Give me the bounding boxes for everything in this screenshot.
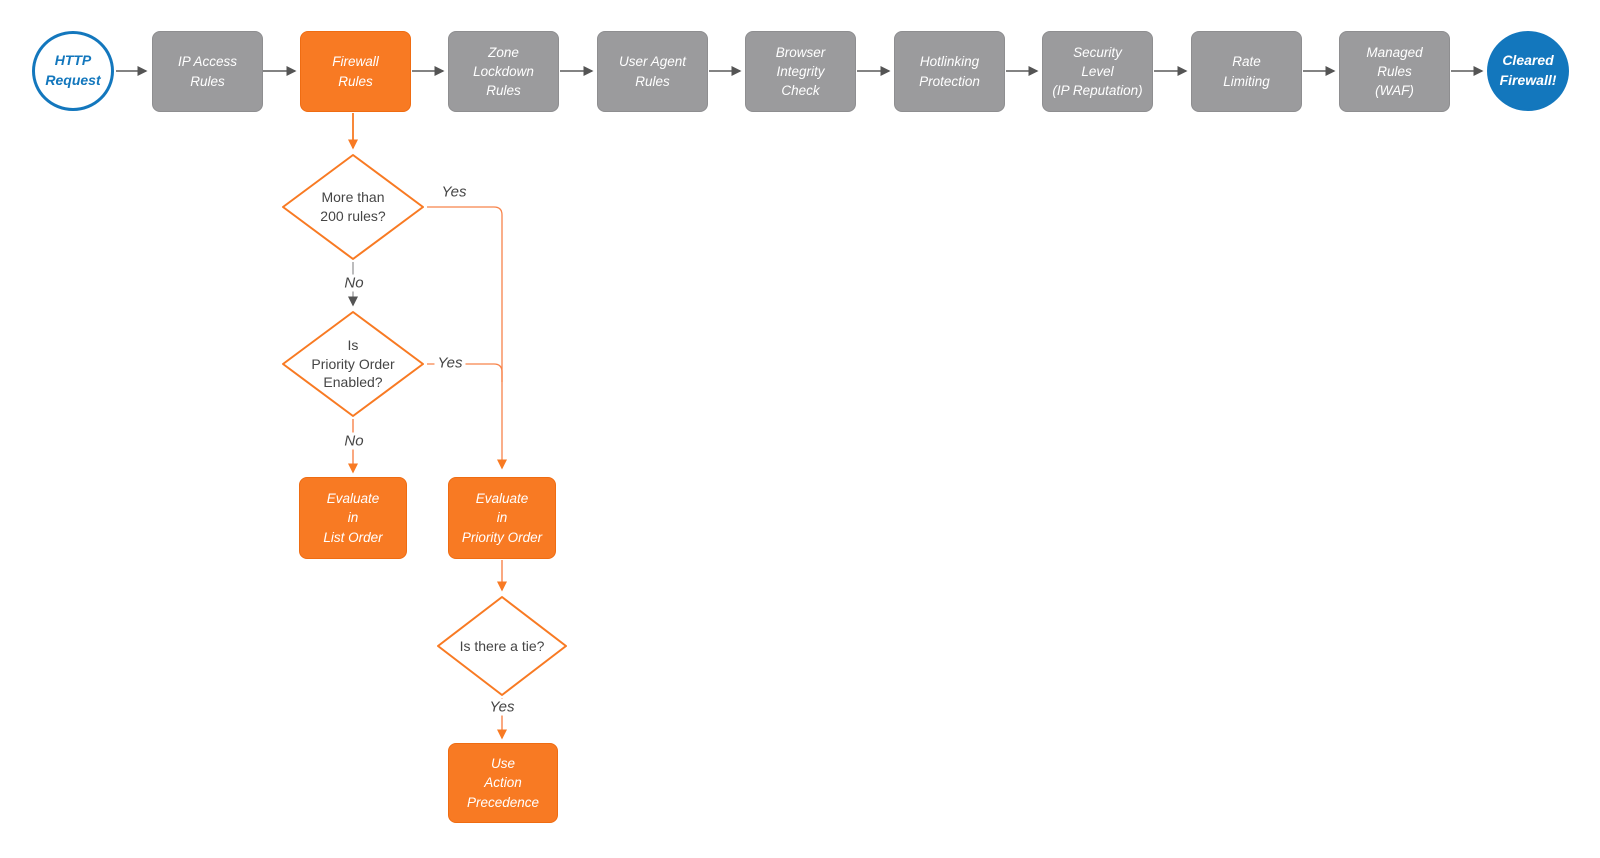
decision-label: More than 200 rules? xyxy=(320,189,386,224)
node-step-ip-access-rules: IP Access Rules xyxy=(152,31,263,112)
decision-priority-order-enabled: Is Priority Order Enabled? xyxy=(281,310,425,418)
node-step-user-agent-rules: User Agent Rules xyxy=(597,31,708,112)
diamond-shape xyxy=(282,154,424,260)
edge-label-no-2: No xyxy=(341,432,367,450)
node-label: Use Action Precedence xyxy=(466,756,540,810)
action-evaluate-list-order: Evaluate in List Order xyxy=(299,477,407,559)
decision-is-there-a-tie: Is there a tie? xyxy=(436,595,568,697)
node-label: HTTP Request xyxy=(45,52,101,88)
node-label: User Agent Rules xyxy=(618,54,687,89)
node-start-http-request: HTTP Request xyxy=(32,31,114,111)
connector-decision-2-yes xyxy=(427,363,503,382)
edge-label-yes-3: Yes xyxy=(486,698,518,716)
decision-more-than-200-rules: More than 200 rules? xyxy=(281,153,425,261)
node-label: IP Access Rules xyxy=(177,54,238,89)
edge-label-yes-2: Yes xyxy=(434,354,466,372)
action-evaluate-priority-order: Evaluate in Priority Order xyxy=(448,477,556,559)
node-label: Firewall Rules xyxy=(332,54,379,89)
node-label: Hotlinking Protection xyxy=(919,54,980,89)
node-label: Cleared Firewall! xyxy=(1499,52,1557,88)
diamond-shape xyxy=(437,596,567,696)
node-label: Evaluate in Priority Order xyxy=(461,491,543,545)
node-step-firewall-rules: Firewall Rules xyxy=(300,31,411,112)
node-label: Security Level (IP Reputation) xyxy=(1052,44,1143,99)
diamond-shape xyxy=(282,311,424,417)
edge-label-no-1: No xyxy=(341,274,367,292)
node-step-zone-lockdown-rules: Zone Lockdown Rules xyxy=(448,31,559,112)
node-end-cleared-firewall: Cleared Firewall! xyxy=(1487,31,1569,111)
decision-label: Is there a tie? xyxy=(459,637,545,654)
edge-label-yes-1: Yes xyxy=(438,183,470,201)
node-step-browser-integrity-check: Browser Integrity Check xyxy=(745,31,856,112)
node-step-rate-limiting: Rate Limiting xyxy=(1191,31,1302,112)
node-step-hotlinking-protection: Hotlinking Protection xyxy=(894,31,1005,112)
node-label: Browser Integrity Check xyxy=(775,44,826,99)
node-step-managed-rules-waf: Managed Rules (WAF) xyxy=(1339,31,1450,112)
node-label: Zone Lockdown Rules xyxy=(473,44,534,99)
decision-label: Is Priority Order Enabled? xyxy=(311,336,395,391)
action-use-action-precedence: Use Action Precedence xyxy=(448,743,558,823)
node-step-security-level: Security Level (IP Reputation) xyxy=(1042,31,1153,112)
node-label: Evaluate in List Order xyxy=(323,491,383,545)
connector-decision-1-yes xyxy=(427,206,507,470)
node-label: Rate Limiting xyxy=(1223,54,1270,89)
node-label: Managed Rules (WAF) xyxy=(1366,44,1423,99)
